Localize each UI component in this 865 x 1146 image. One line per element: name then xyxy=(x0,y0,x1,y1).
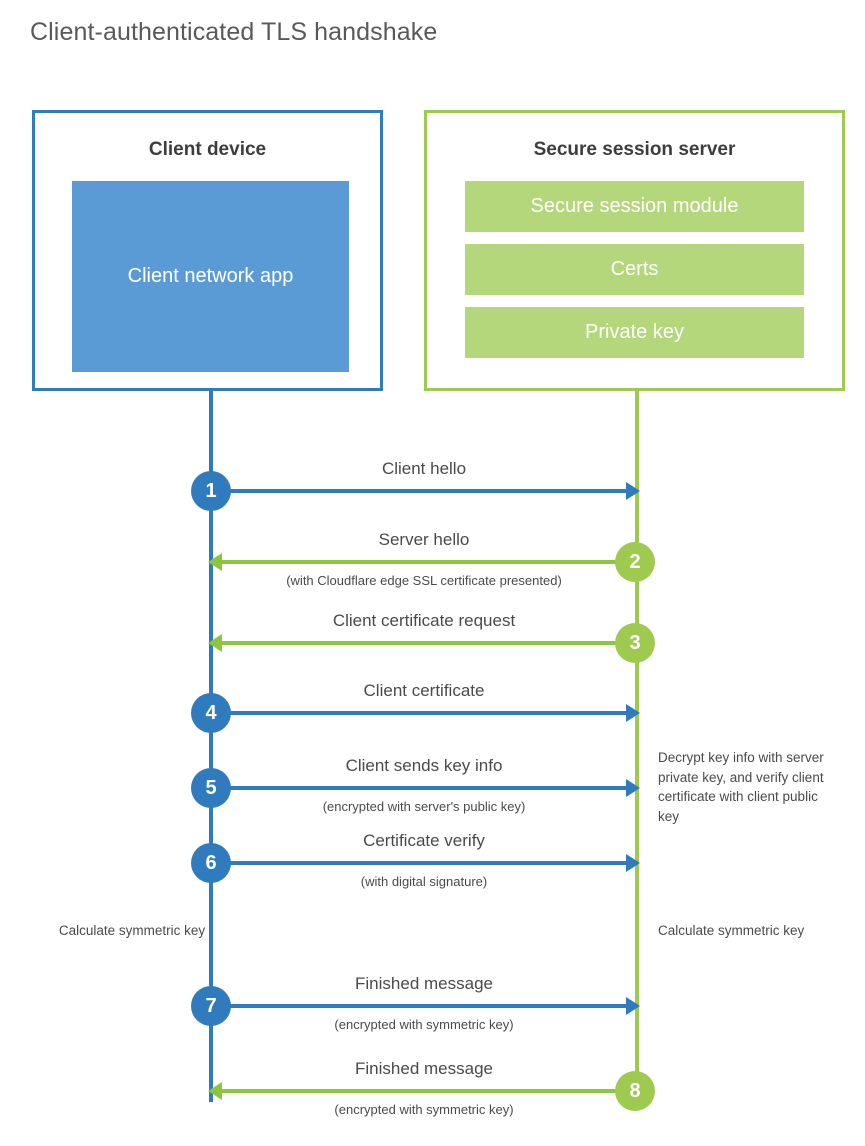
server-component-private-key: Private key xyxy=(465,307,804,358)
step-badge-4: 4 xyxy=(191,693,231,733)
client-lifeline xyxy=(209,391,213,1102)
step-badge-7: 7 xyxy=(191,986,231,1026)
message-sublabel-7: (encrypted with symmetric key) xyxy=(334,1017,514,1032)
server-component-secure-session-module: Secure session module xyxy=(465,181,804,232)
step-badge-5: 5 xyxy=(191,768,231,808)
message-label-5: Client sends key info xyxy=(345,756,503,775)
server-lifeline xyxy=(635,391,639,1085)
secure-session-server-title: Secure session server xyxy=(533,139,736,160)
message-arrow-line-1 xyxy=(211,489,637,493)
message-sublabel-2: (with Cloudflare edge SSL certificate pr… xyxy=(286,573,562,588)
step-badge-1: 1 xyxy=(191,471,231,511)
client-device-title: Client device xyxy=(148,139,267,160)
message-arrow-line-2 xyxy=(211,560,637,564)
arrowhead-icon-6 xyxy=(626,854,640,872)
message-arrow-line-4 xyxy=(211,711,637,715)
server-decrypt-note: Decrypt key info with server private key… xyxy=(658,750,824,824)
message-arrow-line-6 xyxy=(211,861,637,865)
server-component-certs: Certs xyxy=(465,244,804,295)
page-title: Client-authenticated TLS handshake xyxy=(30,18,438,46)
step-badge-6: 6 xyxy=(191,843,231,883)
step-badge-2: 2 xyxy=(615,542,655,582)
message-label-3: Client certificate request xyxy=(332,611,516,630)
secure-session-server-box: Secure session server Secure session mod… xyxy=(424,110,845,391)
message-arrow-line-3 xyxy=(211,641,637,645)
message-arrow-line-8 xyxy=(211,1089,637,1093)
arrowhead-icon-1 xyxy=(626,482,640,500)
server-calculate-symmetric-key-note: Calculate symmetric key xyxy=(658,923,805,938)
arrowhead-icon-8 xyxy=(208,1082,222,1100)
message-sublabel-6: (with digital signature) xyxy=(360,874,488,889)
message-label-6: Certificate verify xyxy=(363,831,485,850)
message-sublabel-8: (encrypted with symmetric key) xyxy=(334,1102,514,1117)
arrowhead-icon-7 xyxy=(626,997,640,1015)
client-device-box: Client device Client network app xyxy=(32,110,383,391)
message-sublabel-5: (encrypted with server's public key) xyxy=(322,799,526,814)
client-calculate-symmetric-key-note: Calculate symmetric key xyxy=(58,923,206,938)
message-arrow-line-5 xyxy=(211,786,637,790)
message-label-4: Client certificate xyxy=(363,681,485,700)
message-arrow-line-7 xyxy=(211,1004,637,1008)
step-badge-8: 8 xyxy=(615,1071,655,1111)
message-label-8: Finished message xyxy=(355,1059,493,1078)
arrowhead-icon-3 xyxy=(208,634,222,652)
arrowhead-icon-5 xyxy=(626,779,640,797)
client-network-app-block: Client network app xyxy=(72,181,349,372)
arrowhead-icon-4 xyxy=(626,704,640,722)
arrowhead-icon-2 xyxy=(208,553,222,571)
step-badge-3: 3 xyxy=(615,623,655,663)
message-label-7: Finished message xyxy=(355,974,493,993)
message-label-1: Client hello xyxy=(381,459,467,478)
message-label-2: Server hello xyxy=(378,530,470,549)
